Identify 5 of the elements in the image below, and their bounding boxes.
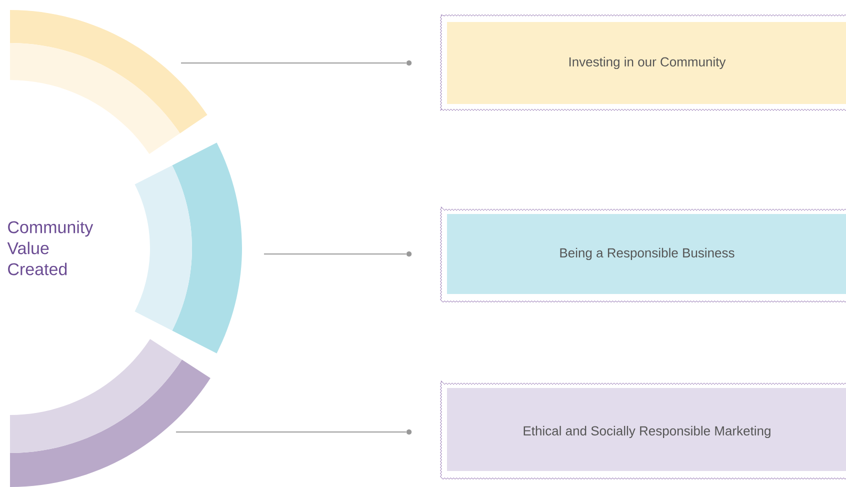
text-box: Ethical and Socially Responsible Marketing	[440, 380, 846, 480]
center-label: Community Value Created	[7, 220, 94, 276]
text-box: Being a Responsible Business	[440, 206, 846, 302]
connector-line	[180, 62, 407, 64]
text-box: Investing in our Community	[440, 14, 846, 111]
